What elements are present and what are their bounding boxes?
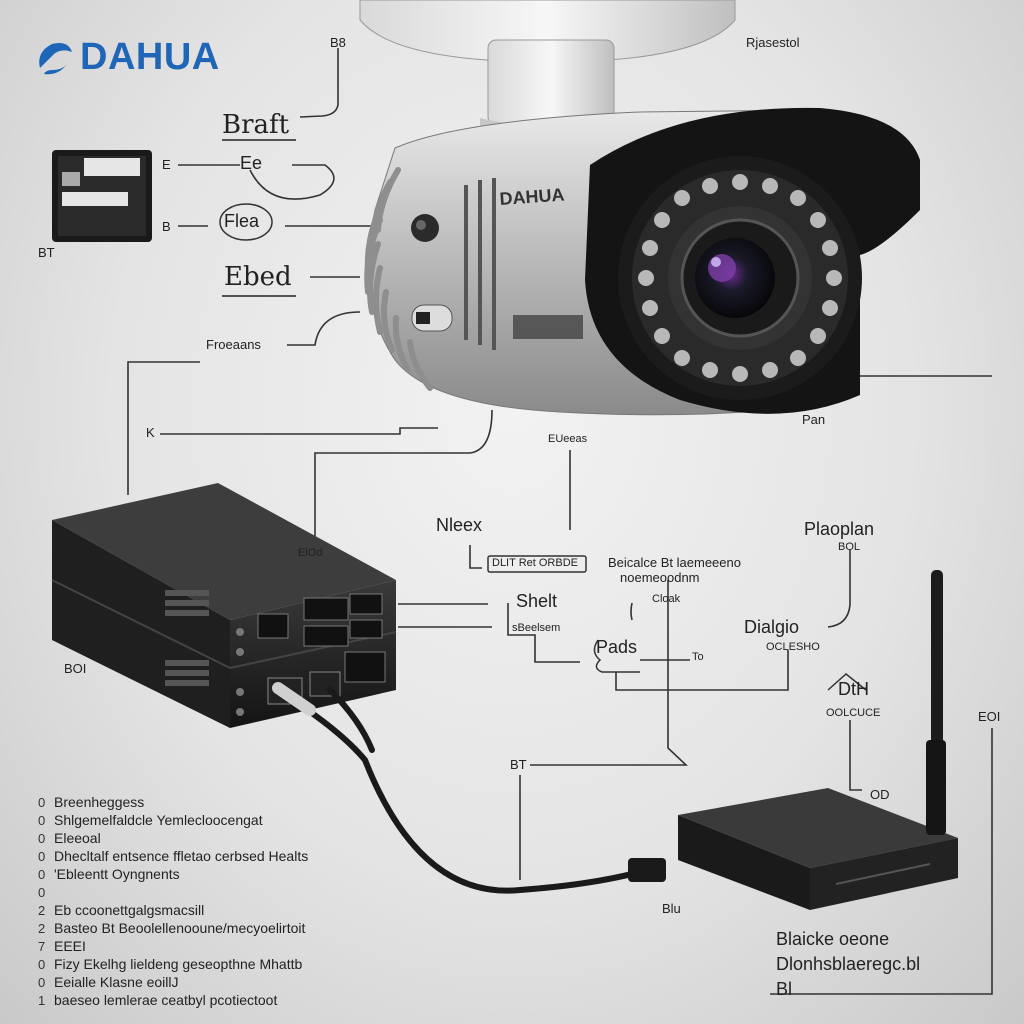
label-to: To bbox=[692, 651, 704, 663]
label-process: Froeaans bbox=[206, 337, 261, 352]
brand-swirl-icon bbox=[39, 42, 72, 74]
label-bt-mid: BT bbox=[510, 757, 527, 772]
label-pads: Pads bbox=[596, 637, 638, 657]
label-ob: OD bbox=[870, 787, 890, 802]
label-ebed: Ebed bbox=[224, 262, 292, 292]
label-top-code: B8 bbox=[330, 35, 346, 50]
network-cable bbox=[272, 682, 666, 894]
bullet-camera: DAHUA bbox=[364, 107, 920, 416]
label-plug-port: ElOd bbox=[298, 547, 323, 559]
legend-item: 0 bbox=[38, 884, 46, 900]
brand-logo: DAHUA bbox=[34, 36, 220, 79]
label-cloak: Cloak bbox=[652, 593, 681, 605]
house-icon bbox=[827, 673, 867, 691]
label-mid-badge: DLIT Ret ORBDE bbox=[492, 557, 578, 569]
label-shelt: Shelt bbox=[516, 591, 558, 611]
label-bottom-1: Blaicke oeone bbox=[776, 929, 890, 949]
label-sd-a: E bbox=[162, 157, 171, 172]
wireless-router bbox=[678, 570, 958, 910]
bracket-icon bbox=[593, 639, 640, 673]
label-draft: Braft bbox=[222, 110, 290, 140]
flea-outline bbox=[219, 203, 273, 241]
label-sd-connector: Ee bbox=[240, 153, 263, 173]
label-dialgio: Dialgio bbox=[744, 617, 800, 637]
label-left-num: BOI bbox=[64, 661, 87, 676]
label-dtn: DtH bbox=[838, 679, 869, 699]
label-desc-1: Beicalce Bt laemeeeno bbox=[608, 555, 741, 570]
label-shelt-sub: sBeelsem bbox=[512, 622, 561, 634]
label-bottom-2: Dlonhsblaeregc.bl bbox=[776, 954, 921, 974]
brand-name: DAHUA bbox=[80, 36, 220, 78]
legend-item: 0'Ebleentt Oyngnents bbox=[38, 866, 180, 882]
label-mid-top: EUeeas bbox=[548, 433, 588, 445]
label-eei: EOI bbox=[978, 709, 1001, 724]
label-dialgio-sub: OCLESHO bbox=[766, 641, 820, 653]
label-sd-c: BT bbox=[38, 245, 55, 260]
label-top-small: Rjasestol bbox=[746, 35, 800, 50]
label-plaoplan-sub: BOL bbox=[838, 541, 861, 553]
label-bottom-3: Bl bbox=[776, 979, 793, 999]
label-right-pan: Pan bbox=[802, 412, 826, 427]
label-nleex: Nleex bbox=[436, 515, 483, 535]
nvr-recorder bbox=[51, 483, 397, 728]
label-desc-2: noemeoodnm bbox=[620, 570, 700, 585]
label-dtn-sub: OOLCUCE bbox=[826, 707, 881, 719]
connector-lines bbox=[127, 48, 993, 995]
plug-icon bbox=[487, 555, 587, 573]
label-plaoplan: Plaoplan bbox=[804, 519, 875, 539]
label-flea: Flea bbox=[224, 211, 260, 231]
label-k-mark: K bbox=[146, 425, 155, 440]
label-blu: Blu bbox=[662, 901, 681, 916]
label-sd-b: B bbox=[162, 219, 171, 234]
svg-text:DAHUA: DAHUA bbox=[499, 185, 565, 209]
memory-card bbox=[52, 150, 152, 242]
